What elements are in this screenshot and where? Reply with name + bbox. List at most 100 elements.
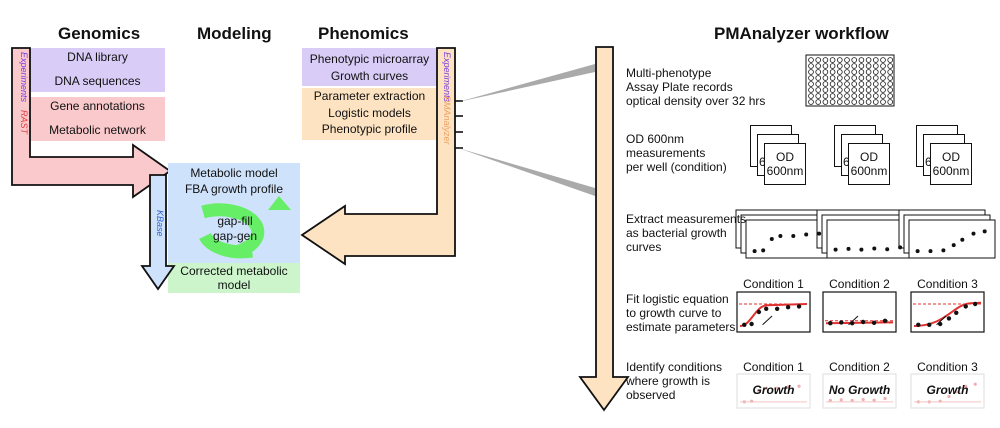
cycle-arrow-lower	[199, 232, 254, 259]
fade-marks	[740, 382, 981, 404]
plate-well	[880, 75, 886, 81]
plate-well	[844, 57, 850, 63]
condition-label: Condition 3	[917, 277, 978, 291]
plate-well	[880, 81, 886, 87]
step-3-line-2: as bacterial growth	[626, 226, 727, 240]
step-2-line-1: OD 600nm	[626, 132, 685, 146]
plate-well	[815, 57, 821, 63]
plate-well	[858, 63, 865, 69]
plate-well	[829, 99, 836, 105]
plate-well	[815, 87, 821, 93]
fit-dot	[946, 316, 952, 321]
plate-well	[815, 93, 821, 99]
plate-well	[844, 93, 850, 99]
od-card-line-1: OD	[942, 150, 960, 164]
curve-dot	[804, 232, 809, 237]
fade-dot	[973, 382, 977, 386]
fit-dot	[742, 322, 747, 327]
fit-dot	[749, 321, 754, 327]
genomics-item: DNA library	[67, 50, 128, 64]
header-modeling: Modeling	[197, 24, 272, 43]
plate-well	[880, 93, 886, 99]
plate-well	[844, 99, 850, 105]
curve-dot	[941, 248, 946, 253]
curve-dot	[915, 249, 920, 254]
curve-dot	[898, 245, 903, 250]
step-5-line-2: where growth is	[626, 374, 711, 388]
fade-dot	[764, 386, 768, 390]
od-card-line-2: 600nm	[932, 164, 970, 178]
plate-well	[822, 63, 829, 69]
plate-well	[851, 69, 857, 75]
plate-well	[808, 57, 814, 63]
plate-well	[829, 63, 836, 69]
plate-well	[829, 75, 836, 81]
plate-well	[887, 81, 893, 87]
plate-well	[887, 93, 893, 99]
fade-dot	[828, 398, 832, 403]
fit-dot	[963, 304, 968, 309]
fit-dot	[860, 319, 866, 325]
fit-dot	[938, 321, 943, 327]
fitted-curve	[913, 301, 982, 327]
plate-well	[851, 57, 857, 63]
fit-dot	[839, 320, 844, 325]
plate-well	[808, 69, 814, 75]
step-4-line-2: to growth curve to	[626, 306, 722, 320]
plate-well	[822, 81, 829, 87]
plate-well	[865, 69, 872, 75]
corrected-box	[168, 263, 300, 293]
fade-dot	[861, 397, 865, 402]
plate-well	[872, 75, 879, 81]
plate-well	[836, 81, 843, 87]
plate-well	[844, 75, 850, 81]
plate-well	[851, 63, 857, 69]
fit-dot	[764, 306, 769, 311]
condition-label: Condition 1	[743, 360, 804, 374]
plate-well	[887, 63, 893, 69]
plate-well	[872, 81, 879, 87]
condition-label: Condition 2	[829, 360, 890, 374]
outcome-growth: Growth	[752, 383, 795, 397]
plate-well	[836, 69, 843, 75]
fit-panel-3	[910, 291, 985, 333]
modeling-side-kbase: KBase	[155, 210, 165, 237]
phenomics-item: Parameter extraction	[313, 89, 426, 103]
header-genomics: Genomics	[58, 24, 141, 43]
fade-dot	[850, 398, 854, 403]
curve-dot	[872, 246, 877, 251]
plate-well	[836, 99, 843, 105]
slope-arrow	[762, 315, 773, 326]
plate-well	[880, 87, 886, 93]
plate-well	[865, 93, 872, 99]
plate-well	[808, 63, 814, 69]
plate-well	[887, 99, 893, 105]
fit-dot	[882, 318, 888, 323]
plate-well	[865, 63, 872, 69]
plate-well	[887, 57, 893, 63]
condition-label: Condition 3	[917, 360, 978, 374]
step-2-line-2: measurements	[626, 146, 706, 160]
plate-well	[887, 75, 893, 81]
od-card-line-2: 600nm	[766, 164, 804, 178]
fit-dot	[785, 305, 791, 310]
outcome-growth: Growth	[926, 383, 969, 397]
curve-dot	[769, 237, 774, 241]
plate-well	[808, 87, 814, 93]
plate-well	[829, 81, 836, 87]
plate-well	[829, 69, 836, 75]
plate-well	[815, 99, 821, 105]
plate-well	[851, 75, 857, 81]
assay-plate	[805, 54, 895, 107]
curve-dot	[778, 233, 783, 238]
fade-dot	[964, 384, 968, 388]
zoom-line-top	[458, 64, 595, 102]
fade-dot	[786, 385, 790, 389]
plate-well	[844, 87, 850, 93]
plate-well	[836, 93, 843, 99]
plate-well	[836, 87, 843, 93]
cycle-line-1: gap-fill	[217, 214, 253, 228]
fade-dot	[757, 389, 761, 393]
plate-well	[887, 69, 893, 75]
